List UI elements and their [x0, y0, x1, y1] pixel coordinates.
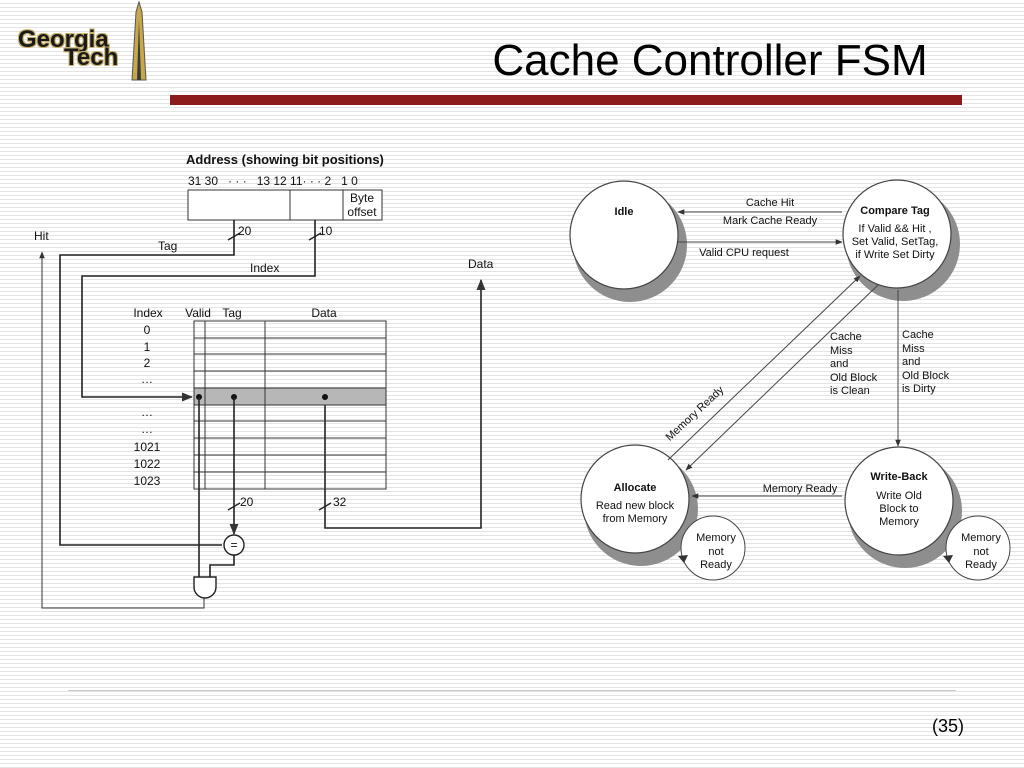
index-wire: [81, 220, 316, 402]
index-width-tick: [308, 232, 322, 241]
miss-dirty-line: is Dirty: [902, 383, 936, 395]
miss-dirty-line: Old Block: [902, 370, 950, 382]
col-header-valid: Valid: [185, 306, 211, 320]
data-width-tick: [318, 502, 332, 511]
write-back-line: Memory: [879, 516, 919, 528]
tag-out-width-tick: [227, 502, 241, 511]
allocate-self-loop: [680, 515, 746, 581]
address-register: [187, 189, 383, 221]
row-label: 1021: [134, 440, 161, 454]
writeback-self-loop-arrowhead: [943, 555, 953, 563]
index-width-label: 10: [319, 224, 333, 238]
data-junction-dot: [322, 394, 328, 400]
miss-dirty-line: Cache: [902, 329, 934, 341]
allocate-line: from Memory: [603, 513, 668, 525]
georgia-tech-logo: Georgia Tech: [14, 0, 154, 85]
writeback-self-loop: [945, 515, 1011, 581]
col-header-tag: Tag: [222, 306, 241, 320]
bit-positions: 31 30 · · · 13 12 11· · · 2 1 0: [188, 174, 358, 188]
tag-wire: [59, 220, 235, 546]
miss-clean-line: Old Block: [830, 372, 878, 384]
address-title: Address (showing bit positions): [186, 152, 384, 167]
transition-compare-to-allocate: [685, 284, 879, 471]
data-width-label: 32: [333, 495, 347, 509]
tag-label: Tag: [158, 239, 177, 253]
miss-clean-line: and: [830, 358, 848, 370]
col-header-data: Data: [311, 306, 337, 320]
col-header-index: Index: [133, 306, 162, 320]
transition-label-cache-hit: Cache Hit: [746, 197, 794, 209]
allocate-state-name: Allocate: [614, 482, 657, 494]
write-back-state: [844, 446, 954, 556]
miss-dirty-line: Miss: [902, 343, 925, 355]
data-wire: [324, 278, 486, 529]
row-label: …: [141, 422, 153, 436]
compare-tag-line: if Write Set Dirty: [855, 249, 935, 261]
write-back-line: Block to: [879, 503, 918, 515]
transition-label-mark-ready: Mark Cache Ready: [723, 215, 818, 227]
logo-text-georgia: Georgia: [18, 26, 109, 53]
writeback-loop-line: Ready: [965, 559, 997, 571]
slide-title: Cache Controller FSM: [492, 36, 928, 85]
allocate-self-loop-arrowhead: [678, 555, 688, 563]
miss-dirty-line: and: [902, 356, 920, 368]
allocate-state: [580, 444, 690, 554]
miss-clean-line: Cache: [830, 331, 862, 343]
tag-width-label: 20: [238, 224, 252, 238]
allocate-loop-line: not: [708, 546, 723, 558]
comparator-symbol: =: [230, 538, 237, 552]
byte-offset-label-2: offset: [347, 205, 377, 219]
idle-state-name: Idle: [615, 206, 634, 218]
and-gate: [193, 576, 217, 599]
compare-tag-line: Set Valid, SetTag,: [852, 236, 939, 248]
row-label: 0: [144, 323, 151, 337]
allocate-line: Read new block: [596, 500, 675, 512]
row-label: 1022: [134, 457, 161, 471]
row-label: 1023: [134, 474, 161, 488]
miss-clean-line: Miss: [830, 345, 853, 357]
transition-allocate-to-compare: [667, 275, 861, 461]
title-underline-bar: [170, 95, 962, 105]
transition-label-valid-cpu-request: Valid CPU request: [699, 247, 789, 259]
logo-text-tech: Tech: [64, 44, 119, 71]
row-label: …: [141, 372, 153, 386]
hit-wire: [39, 251, 205, 609]
row-label: 1: [144, 340, 151, 354]
footer-divider: [68, 690, 956, 691]
page-number: (35): [931, 716, 964, 736]
fsm-diagram: Idle Compare Tag If Valid && Hit , Set V…: [569, 179, 1011, 581]
miss-clean-line: is Clean: [830, 385, 870, 397]
allocate-loop-line: Memory: [696, 532, 736, 544]
index-label: Index: [250, 261, 279, 275]
writeback-loop-line: Memory: [961, 532, 1001, 544]
cache-table: [193, 320, 387, 490]
selected-row-highlight: [194, 388, 386, 405]
write-back-line: Write Old: [876, 490, 922, 502]
logo-spire-graphic: [131, 0, 147, 81]
row-label: …: [141, 405, 153, 419]
compare-tag-state: [842, 179, 952, 289]
byte-offset-label-1: Byte: [350, 191, 374, 205]
data-label: Data: [468, 257, 494, 271]
compare-to-and-wire: [209, 555, 235, 577]
tag-width-tick: [227, 232, 241, 241]
row-label: 2: [144, 356, 151, 370]
idle-state: [569, 180, 679, 290]
compare-tag-state-name: Compare Tag: [860, 205, 929, 217]
compare-tag-line: If Valid && Hit ,: [858, 223, 931, 235]
transition-label-memory-ready-wb: Memory Ready: [763, 483, 838, 495]
allocate-loop-line: Ready: [700, 559, 732, 571]
writeback-loop-line: not: [973, 546, 988, 558]
write-back-state-name: Write-Back: [870, 471, 928, 483]
cache-diagram: Address (showing bit positions) 31 30 · …: [34, 152, 494, 609]
hit-label: Hit: [34, 229, 49, 243]
tag-out-width-label: 20: [240, 495, 254, 509]
